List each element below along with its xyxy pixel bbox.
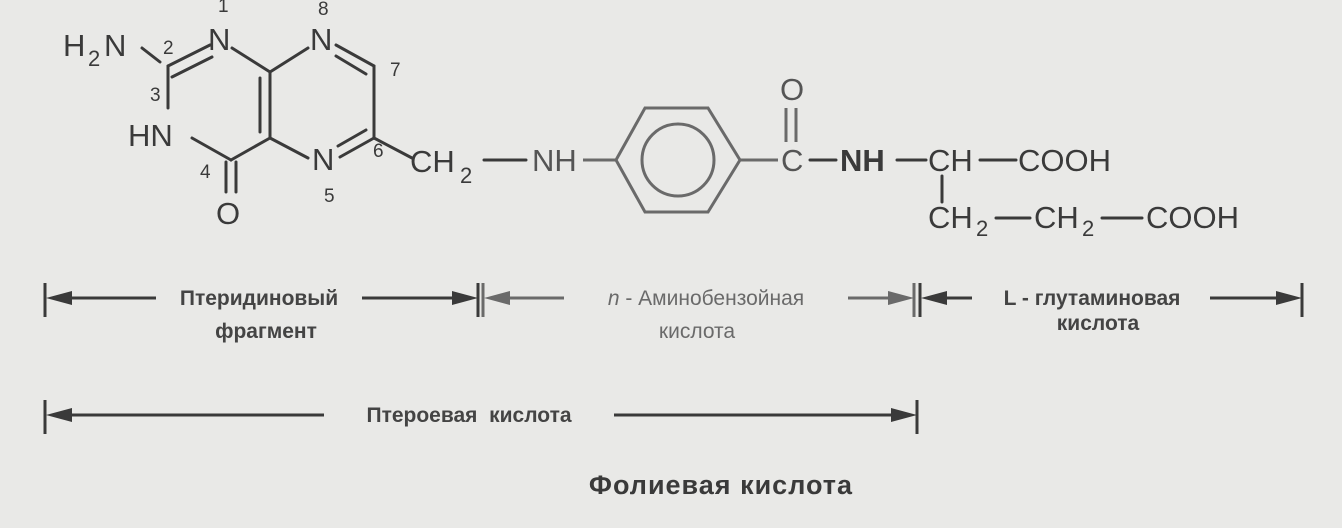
- carbonyl-o: O: [780, 72, 804, 107]
- arrowhead-right-icon: [452, 291, 478, 305]
- bond-n5-c4a: [268, 136, 310, 160]
- paba-name: - Аминобензойная: [620, 287, 805, 310]
- carbonyl-c: C: [781, 143, 803, 178]
- beta-subscript: 2: [976, 216, 988, 241]
- bond-c4a-c4: [229, 136, 272, 162]
- bond-nh2-c2: [140, 46, 162, 64]
- glutamate-label-2: кислота: [1057, 312, 1140, 335]
- atom-n8: N: [310, 22, 332, 57]
- amino-subscript: 2: [88, 46, 100, 71]
- amino-n: N: [104, 28, 126, 63]
- alpha-ch: CH: [928, 143, 973, 178]
- ring-number-6: 6: [373, 141, 384, 162]
- glutamate-bracket: [918, 283, 1304, 317]
- ring-number-5: 5: [324, 186, 335, 207]
- paba-bracket: [481, 283, 916, 317]
- arrowhead-left-icon: [46, 291, 72, 305]
- arrowhead-left-icon: [921, 291, 947, 305]
- linker-nh: NH: [532, 143, 577, 178]
- linker-subscript: 2: [460, 163, 472, 188]
- pteridine-label-2: фрагмент: [215, 320, 317, 343]
- pteridine-bonds: [140, 43, 414, 194]
- beta-ch: CH: [928, 200, 973, 235]
- linker-ch: CH: [410, 144, 455, 179]
- glutamate-label: L - глутаминовая: [1004, 287, 1181, 310]
- paba-label: n - Аминобензойная: [608, 287, 804, 310]
- arrowhead-left-icon: [484, 291, 510, 305]
- bond-c2-n1: [166, 43, 212, 68]
- figure-title: Фолиевая кислота: [589, 470, 853, 500]
- amide-nh: NH: [840, 143, 885, 178]
- bond-n8-c7: [334, 43, 376, 68]
- ring-number-7: 7: [390, 60, 401, 81]
- benzene-ring: [614, 106, 778, 214]
- paba-prefix: n: [608, 287, 620, 310]
- glutamate-chain: CH COOH CH 2 CH 2 COOH: [928, 143, 1239, 241]
- bond-c6-n5-double: [336, 128, 368, 148]
- bond-c6-ch2: [372, 136, 414, 160]
- bond-n8-c7-double: [334, 54, 368, 76]
- ring-numbering: 1 2 3 4 5 6 7 8: [150, 0, 401, 207]
- methylene-amine-linker: CH 2 NH: [410, 143, 616, 188]
- benzene-aromatic-circle: [640, 122, 716, 198]
- amino-h: H: [63, 28, 85, 63]
- arrowhead-right-icon: [888, 291, 914, 305]
- ring-number-3: 3: [150, 85, 161, 106]
- ring-number-2: 2: [163, 38, 174, 59]
- amide-group: O C NH: [780, 72, 928, 178]
- pteridine-atoms: H 2 N N N HN O N: [63, 22, 334, 231]
- ring-number-1: 1: [218, 0, 229, 17]
- bond-n1-c8a: [230, 46, 272, 74]
- bond-c4-n3: [190, 136, 233, 162]
- ring-number-4: 4: [200, 162, 211, 183]
- atom-hn3: HN: [128, 118, 173, 153]
- arrowhead-right-icon: [891, 408, 917, 422]
- bond-c2-n1-double: [170, 55, 214, 79]
- paba-label-2: кислота: [659, 320, 736, 343]
- pteridine-bracket: [43, 283, 480, 317]
- pteroic-label: Птероевая кислота: [366, 404, 571, 427]
- gamma-ch: CH: [1034, 200, 1079, 235]
- gamma-cooh: COOH: [1146, 200, 1239, 235]
- pteroic-bracket: [43, 400, 919, 434]
- gamma-subscript: 2: [1082, 216, 1094, 241]
- arrowhead-left-icon: [46, 408, 72, 422]
- bond-c8a-n8: [268, 46, 310, 74]
- atom-n5: N: [312, 142, 334, 177]
- pteridine-label: Птеридиновый: [180, 287, 338, 310]
- ring-number-8: 8: [318, 0, 329, 20]
- arrowhead-right-icon: [1276, 291, 1302, 305]
- atom-n1: N: [208, 22, 230, 57]
- bond-c6-n5: [338, 136, 376, 159]
- atom-o4: O: [216, 196, 240, 231]
- alpha-cooh: COOH: [1018, 143, 1111, 178]
